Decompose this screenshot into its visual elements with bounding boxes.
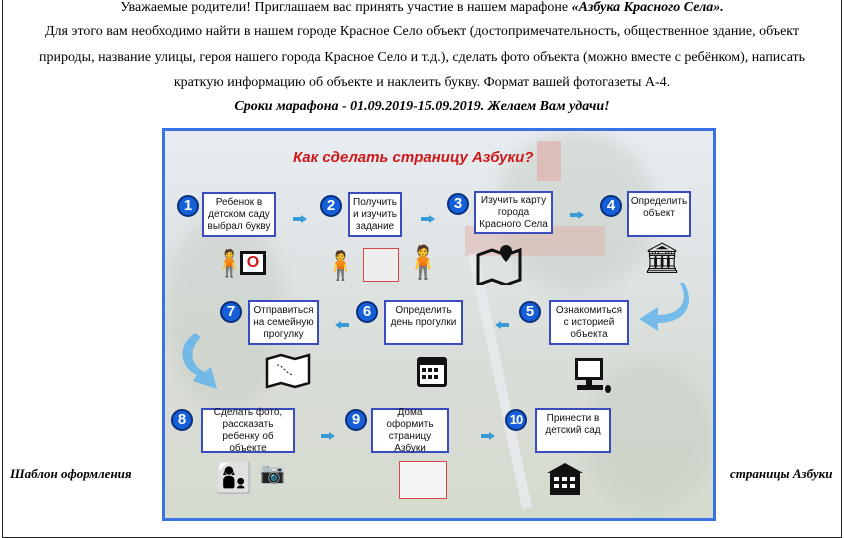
intro-line-3: природы, название улицы, героя нашего го… [38, 50, 806, 65]
arrow-right-icon [321, 432, 335, 440]
intro-line-4: краткую информацию об объекте и наклеить… [173, 75, 671, 90]
step-9-badge: 9 [345, 409, 367, 431]
step-2-box: Получить и изучить задание [348, 192, 402, 237]
step-7-box: Отправиться на семейную прогулку [248, 300, 319, 345]
arrow-right-icon [421, 215, 435, 223]
curved-arrow-down-right-icon [182, 333, 217, 389]
treasure-map-icon [265, 353, 311, 389]
kindergarten-building-icon [547, 463, 583, 495]
step-7-badge: 7 [220, 301, 242, 323]
map-pin-icon [476, 245, 522, 285]
step-8-badge: 8 [171, 409, 193, 431]
step-6-badge: 6 [356, 301, 378, 323]
arrow-left-icon [495, 321, 509, 329]
step-8-box: Сделать фото, рассказать ребенку об объе… [201, 407, 295, 454]
step-4-badge: 4 [600, 195, 622, 217]
step-5-badge: 5 [519, 301, 541, 323]
step-4-box: Определить объект [627, 191, 691, 237]
calendar-icon [417, 357, 447, 387]
step-3-badge: 3 [447, 193, 469, 215]
step-10-box: Принести в детский сад [535, 408, 611, 453]
arrow-right-icon [293, 215, 307, 223]
task-sheet-image [363, 248, 399, 282]
letter-card: О [240, 251, 266, 275]
step-2-badge: 2 [320, 195, 342, 217]
side-label-left: Шаблон оформления [10, 466, 132, 481]
intro-text: Уважаемые родители! Приглашаем вас приня… [120, 0, 572, 15]
arrow-right-icon [481, 432, 495, 440]
woman-icon: 🧍 [323, 251, 358, 282]
computer-icon [575, 358, 611, 393]
parent-child-icon: 👩‍👦 [215, 462, 253, 495]
step-1-box: Ребенок в детском саду выбрал букву [202, 192, 276, 237]
arrow-right-icon [570, 211, 584, 219]
step-6-box: Определить день прогулки [384, 300, 463, 345]
intro-line-2: Для этого вам необходимо найти в нашем г… [44, 24, 800, 39]
intro-deadline: Сроки марафона - 01.09.2019-15.09.2019. … [234, 99, 610, 114]
museum-icon: 🏛 [643, 242, 682, 275]
infographic-title: Как сделать страницу Азбуки? [293, 149, 534, 166]
step-9-box: Дома оформить страницу Азбуки [371, 407, 449, 454]
camera-icon: 📷 [260, 463, 285, 485]
step-5-box: Ознакомиться с историей объекта [549, 300, 629, 345]
side-label-right: страницы Азбуки [730, 466, 833, 481]
man-icon: 🧍 [403, 244, 443, 280]
girl-icon: 🧍 [213, 249, 246, 278]
arrow-left-icon [335, 321, 349, 329]
step-3-box: Изучить карту города Красного Села [474, 191, 553, 234]
infographic: Как сделать страницу Азбуки? 1 Ребенок в… [162, 128, 716, 521]
sample-page-image [399, 461, 447, 499]
step-1-badge: 1 [177, 195, 199, 217]
curved-arrow-down-left-icon [639, 283, 689, 331]
intro-line-1: Уважаемые родители! Приглашаем вас приня… [0, 0, 844, 16]
step-10-badge: 10 [505, 409, 527, 431]
marathon-name: «Азбука Красного Села». [571, 0, 724, 15]
